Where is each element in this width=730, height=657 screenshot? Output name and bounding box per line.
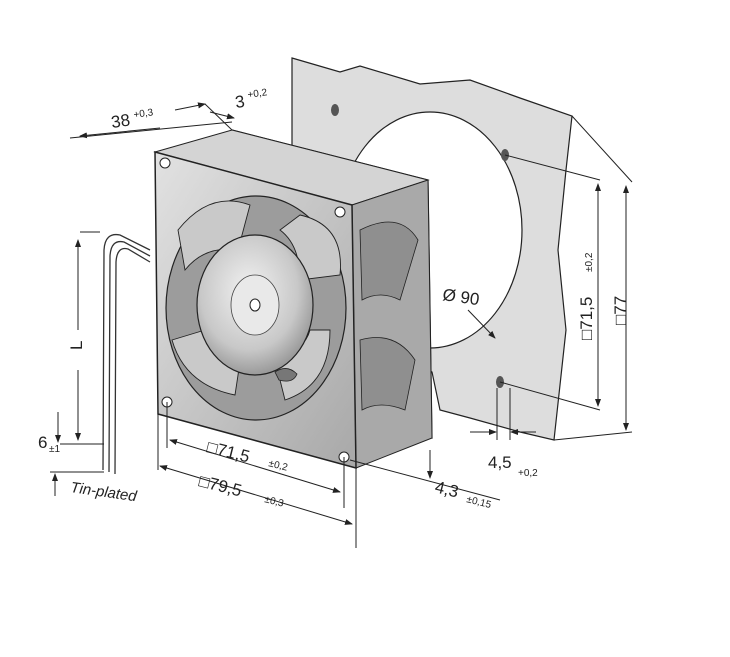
cable-grommet bbox=[274, 368, 298, 382]
front-hole-top-right bbox=[334, 206, 346, 218]
flange-tol: +0,2 bbox=[247, 87, 269, 101]
front-hole-top-left bbox=[159, 157, 171, 169]
blade-2 bbox=[279, 214, 341, 281]
panel-ext-bottom bbox=[553, 431, 633, 441]
flange-value: 3 bbox=[234, 92, 246, 112]
lead-finish-note: Tin-plated bbox=[69, 479, 138, 505]
cutout-value: Ø 90 bbox=[441, 285, 480, 309]
hole-leader bbox=[349, 459, 501, 501]
front-outer-dim bbox=[159, 465, 353, 525]
front-hole-tol: ±0,2 bbox=[267, 458, 289, 473]
panel-ext-top bbox=[571, 115, 633, 183]
lead-wire-3 bbox=[114, 247, 151, 475]
hole-dia-value: 4,3 bbox=[433, 477, 461, 501]
depth-arrow-left bbox=[79, 127, 161, 139]
depth-ext bbox=[69, 121, 233, 139]
side-hole-value: □71,5 bbox=[577, 297, 596, 340]
flange-ext bbox=[204, 103, 233, 131]
lead-wire-2 bbox=[108, 240, 151, 473]
side-hole-ext-top bbox=[504, 154, 601, 181]
fan-front-frame bbox=[154, 151, 357, 469]
flange-arrow bbox=[209, 111, 235, 120]
fan-housing-sides bbox=[153, 129, 433, 469]
blade-right-1 bbox=[359, 221, 419, 301]
front-hole-value: □71,5 bbox=[205, 437, 252, 466]
panel-size-value: □77 bbox=[611, 296, 630, 325]
depth-value: 38 bbox=[110, 111, 131, 132]
panel-hole-value: 4,5 bbox=[488, 453, 512, 472]
strip-length-value: 6 bbox=[38, 433, 47, 452]
front-outer-tol: ±0,3 bbox=[263, 494, 285, 509]
strip-length-tol: ±1 bbox=[49, 444, 60, 455]
panel-hole-tol: +0,2 bbox=[518, 468, 538, 479]
blade-1 bbox=[177, 200, 251, 272]
depth-arrow-right bbox=[174, 102, 206, 111]
side-hole-tol: ±0,2 bbox=[584, 252, 595, 272]
lead-wire-1 bbox=[102, 233, 151, 471]
lead-wires bbox=[102, 233, 151, 475]
front-outer-value: □79,5 bbox=[197, 471, 244, 500]
blade-right-2 bbox=[359, 337, 416, 411]
hub-center bbox=[249, 298, 261, 312]
cutout-leader bbox=[467, 309, 496, 339]
lead-length-label: L bbox=[67, 341, 86, 350]
dimension-lines bbox=[50, 102, 633, 548]
depth-tol: +0,3 bbox=[133, 107, 155, 121]
panel-hole-top-left bbox=[331, 104, 339, 116]
side-hole-ext-bottom bbox=[499, 381, 601, 411]
